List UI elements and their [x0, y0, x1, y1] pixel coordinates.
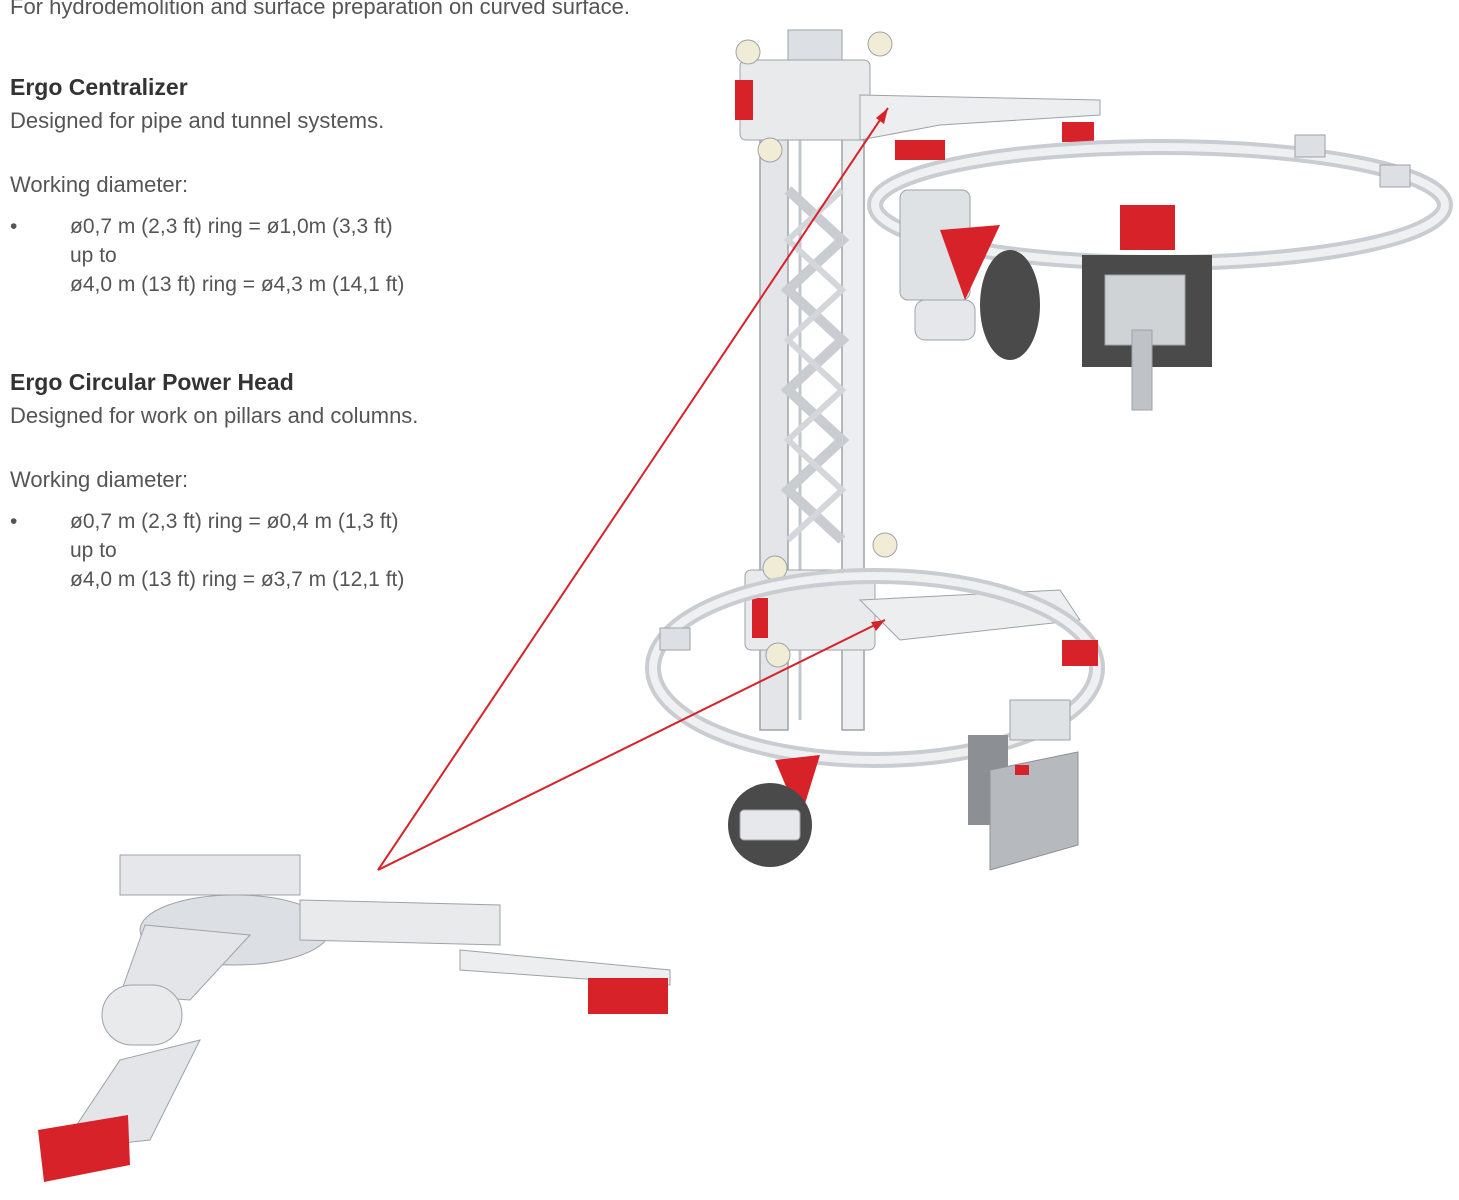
spec-line: ø0,7 m (2,3 ft) ring = ø0,4 m (1,3 ft)	[70, 510, 399, 533]
list-item: • ø0,7 m (2,3 ft) ring = ø0,4 m (1,3 ft)…	[10, 507, 570, 594]
section-description: Designed for pipe and tunnel systems.	[10, 108, 385, 133]
top-right-head	[1082, 205, 1212, 411]
intro-text: For hydrodemolition and surface preparat…	[10, 0, 631, 19]
top-left-head	[899, 189, 1040, 360]
diameter-spec-list: • ø0,7 m (2,3 ft) ring = ø0,4 m (1,3 ft)…	[10, 507, 570, 594]
centralizer-arm-detail-illustration	[38, 854, 671, 1182]
spec-line: up to	[70, 539, 117, 562]
spec-line: ø0,7 m (2,3 ft) ring = ø1,0m (3,3 ft)	[70, 215, 393, 238]
centralizer-tower-illustration	[645, 29, 1453, 871]
section-title: Ergo Centralizer	[10, 74, 188, 100]
bottom-left-head	[728, 755, 820, 867]
pointer-lines	[377, 107, 889, 871]
section-ergo-circular-power-head: Ergo Circular Power Head Designed for wo…	[10, 367, 570, 594]
working-diameter-label: Working diameter:	[10, 172, 189, 197]
bullet: •	[10, 510, 18, 533]
section-title: Ergo Circular Power Head	[10, 369, 294, 395]
section-ergo-centralizer: Ergo Centralizer Designed for pipe and t…	[10, 72, 570, 299]
bottom-right-head	[968, 699, 1079, 871]
spec-line: ø4,0 m (13 ft) ring = ø4,3 m (14,1 ft)	[70, 273, 405, 296]
list-item: • ø0,7 m (2,3 ft) ring = ø1,0m (3,3 ft) …	[10, 212, 570, 299]
bullet: •	[10, 215, 18, 238]
spec-line: ø4,0 m (13 ft) ring = ø3,7 m (12,1 ft)	[70, 568, 405, 591]
working-diameter-label: Working diameter:	[10, 467, 189, 492]
section-description: Designed for work on pillars and columns…	[10, 403, 419, 428]
bottom-ring	[645, 568, 1105, 768]
spec-line: up to	[70, 244, 117, 267]
diameter-spec-list: • ø0,7 m (2,3 ft) ring = ø1,0m (3,3 ft) …	[10, 212, 570, 299]
top-arm	[735, 31, 1101, 163]
